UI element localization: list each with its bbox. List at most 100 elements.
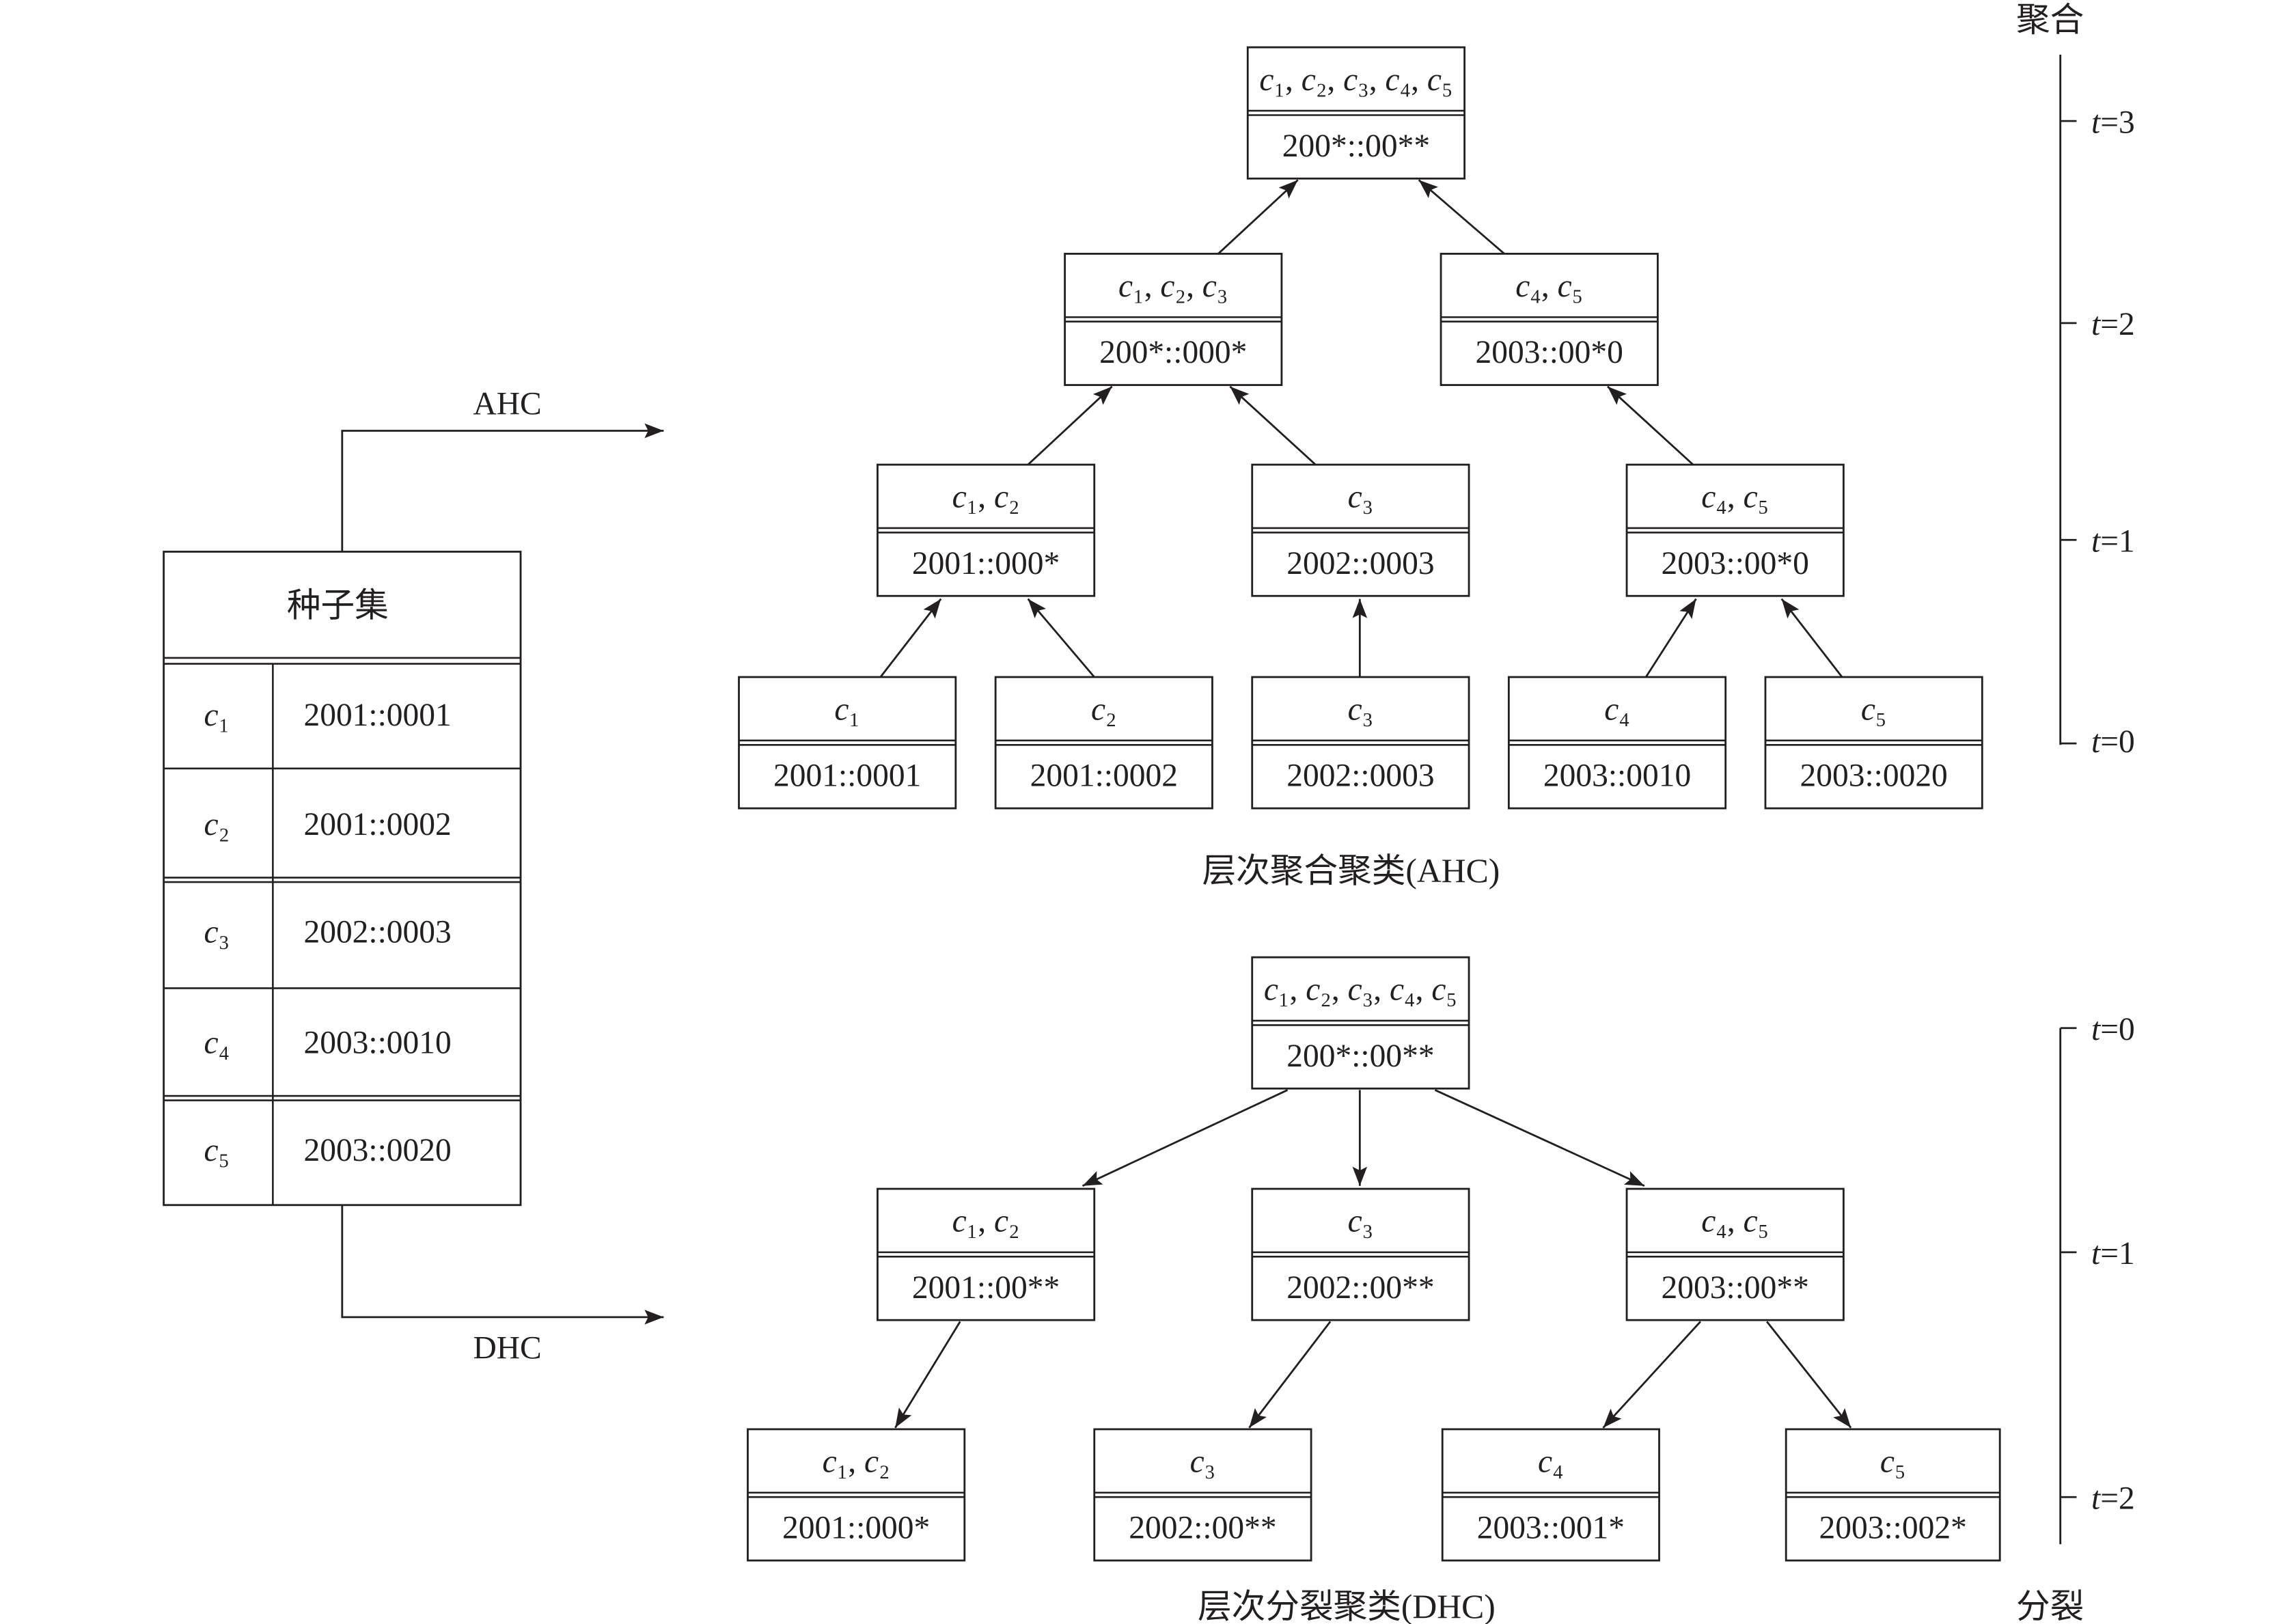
ahc-axis-title: 聚合 [2016, 1, 2084, 38]
dhc-node: c₁, c₂ 2001::000* [747, 1428, 966, 1562]
seed-address: 2001::0002 [303, 807, 451, 842]
axis-tick-label: t=0 [2091, 724, 2135, 760]
node-box [1625, 463, 1845, 597]
ahc-edge [1217, 179, 1299, 255]
seed-row: c₁ 2001::0001 [204, 698, 452, 733]
ahc-edge [1418, 179, 1505, 255]
node-box [1441, 1428, 1660, 1562]
axis-tick-label: t=2 [2091, 307, 2135, 342]
node-box [1785, 1428, 2001, 1562]
dhc-flow-arrow [341, 1205, 664, 1325]
dhc-time-axis: t=0 t=1 t=2 分裂 [2016, 1012, 2135, 1624]
node-box [877, 1187, 1096, 1321]
ahc-node: c₃ 2002::0003 [1251, 463, 1470, 597]
node-prefix: 2003::00*0 [1476, 335, 1623, 370]
ahc-flow-arrow [341, 423, 664, 552]
node-members: c₃ [1348, 1204, 1374, 1239]
node-members: c₁, c₂, c₃ [1118, 269, 1228, 304]
node-box [1093, 1428, 1312, 1562]
node-prefix: 2003::0020 [1800, 758, 1947, 794]
node-members: c₃ [1348, 692, 1374, 728]
dhc-node: c₅ 2003::002* [1785, 1428, 2001, 1562]
seed-id: c₅ [204, 1133, 230, 1168]
node-members: c₁, c₂, c₃, c₄, c₅ [1264, 972, 1457, 1008]
node-prefix: 2001::000* [782, 1511, 930, 1546]
dhc-axis-title: 分裂 [2016, 1588, 2084, 1624]
node-members: c₁, c₂ [952, 1204, 1020, 1239]
ahc-flow-label: AHC [473, 387, 541, 422]
axis-tick-label: t=1 [2091, 523, 2135, 559]
ahc-tree: c₁, c₂, c₃, c₄, c₅ 200*::00** c₁, c₂, c₃… [738, 46, 1983, 890]
dhc-node: c₄ 2003::001* [1441, 1428, 1660, 1562]
node-box [877, 463, 1096, 597]
node-members: c₄, c₅ [1515, 269, 1583, 304]
node-prefix: 200*::00** [1286, 1038, 1434, 1074]
node-members: c₁, c₂ [952, 480, 1020, 515]
ahc-node: c₁, c₂ 2001::000* [877, 463, 1096, 597]
seed-address: 2001::0001 [303, 698, 451, 733]
ahc-node: c₁ 2001::0001 [738, 676, 957, 810]
node-prefix: 2001::000* [912, 546, 1060, 581]
dhc-node: c₁, c₂ 2001::00** [877, 1187, 1096, 1321]
dhc-edge [1434, 1089, 1645, 1187]
dhc-edge [1082, 1089, 1289, 1187]
node-box [1507, 676, 1727, 810]
node-box [1246, 46, 1466, 180]
ahc-edge [1780, 598, 1843, 678]
node-members: c₄ [1538, 1444, 1564, 1480]
ahc-edge [1027, 385, 1113, 466]
node-prefix: 2002::00** [1286, 1270, 1434, 1306]
node-box [1251, 463, 1470, 597]
seed-id: c₁ [204, 698, 230, 733]
ahc-edge [1027, 598, 1095, 678]
node-prefix: 2003::001* [1477, 1511, 1625, 1546]
seed-row: c₃ 2002::0003 [204, 915, 452, 950]
node-prefix: 2002::0003 [1286, 758, 1434, 794]
node-prefix: 200*::00** [1282, 128, 1430, 164]
seed-id: c₃ [204, 915, 230, 950]
node-members: c₂ [1091, 692, 1117, 728]
node-box [738, 676, 957, 810]
axis-tick-label: t=0 [2091, 1012, 2135, 1047]
node-box [1251, 956, 1470, 1090]
node-members: c₅ [1880, 1444, 1906, 1480]
node-prefix: 2002::0003 [1286, 546, 1434, 581]
node-members: c₃ [1348, 480, 1374, 515]
node-box [1251, 1187, 1470, 1321]
node-box [1625, 1187, 1845, 1321]
dhc-edge [1766, 1321, 1852, 1429]
ahc-node: c₁, c₂, c₃ 200*::000* [1064, 253, 1283, 386]
node-box [1764, 676, 1983, 810]
node-prefix: 2003::00*0 [1662, 546, 1809, 581]
node-members: c₄, c₅ [1701, 480, 1769, 515]
ahc-edge [1229, 385, 1317, 466]
node-prefix: 2003::002* [1819, 1511, 1967, 1546]
seed-set-table: 种子集 c₁ 2001::0001 c₂ 2001::0002 c₃ 2002:… [163, 551, 522, 1207]
ahc-edge [879, 598, 942, 678]
seed-address: 2003::0010 [303, 1025, 451, 1060]
node-members: c₄, c₅ [1701, 1204, 1769, 1239]
ahc-node: c₃ 2002::0003 [1251, 676, 1470, 810]
axis-tick-label: t=1 [2091, 1236, 2135, 1271]
ahc-caption: 层次聚合聚类(AHC) [1202, 852, 1500, 890]
ahc-node: c₄ 2003::0010 [1507, 676, 1727, 810]
node-box [747, 1428, 966, 1562]
node-box [1064, 253, 1283, 386]
ahc-time-axis: 聚合 t=3 t=2 t=1 t=0 [2016, 1, 2135, 760]
node-prefix: 200*::000* [1099, 335, 1247, 370]
seed-id: c₄ [204, 1025, 230, 1060]
dhc-edge [1248, 1321, 1332, 1429]
node-prefix: 2003::00** [1662, 1270, 1809, 1306]
node-box [1440, 253, 1659, 386]
dhc-tree: c₁, c₂, c₃, c₄, c₅ 200*::00** c₁, c₂ 200… [747, 956, 2001, 1624]
node-prefix: 2002::00** [1129, 1511, 1276, 1546]
node-members: c₁ [834, 692, 860, 728]
dhc-edge [894, 1321, 961, 1429]
axis-tick-label: t=2 [2091, 1481, 2135, 1516]
node-prefix: 2001::0002 [1030, 758, 1178, 794]
ahc-node: c₄, c₅ 2003::00*0 [1625, 463, 1845, 597]
node-members: c₄ [1604, 692, 1630, 728]
dhc-node: c₁, c₂, c₃, c₄, c₅ 200*::00** [1251, 956, 1470, 1090]
seed-address: 2002::0003 [303, 915, 451, 950]
